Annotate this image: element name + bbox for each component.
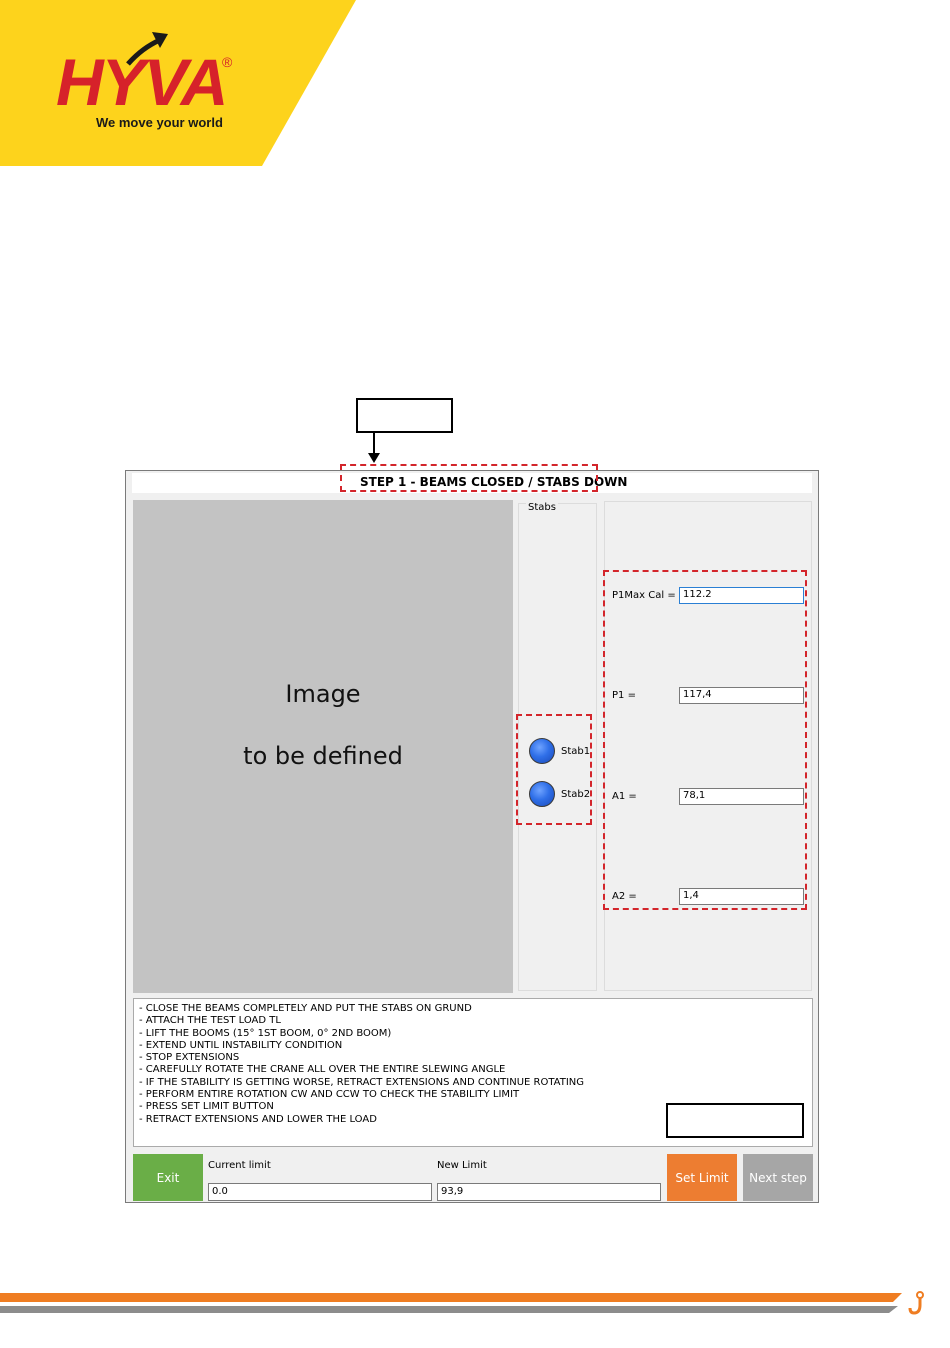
footer-orange-stripe bbox=[0, 1293, 902, 1302]
arrow-down-icon bbox=[368, 433, 380, 463]
p1-input[interactable]: 117,4 bbox=[679, 687, 804, 704]
callout-box-title bbox=[356, 398, 453, 433]
callout-box-set-limit bbox=[666, 1103, 804, 1138]
instruction-line: - CAREFULLY ROTATE THE CRANE ALL OVER TH… bbox=[139, 1064, 506, 1076]
p1max-label: P1Max Cal = bbox=[612, 590, 676, 601]
step-title: STEP 1 - BEAMS CLOSED / STABS DOWN bbox=[360, 475, 628, 489]
yellow-banner bbox=[0, 0, 356, 166]
a2-label: A2 = bbox=[612, 891, 637, 902]
image-placeholder-line1: Image bbox=[285, 680, 361, 708]
instruction-line: - IF THE STABILITY IS GETTING WORSE, RET… bbox=[139, 1076, 585, 1088]
crane-hook-icon bbox=[908, 1291, 924, 1315]
highlight-stabs bbox=[516, 714, 592, 825]
app-window: STEP 1 - BEAMS CLOSED / STABS DOWN Image… bbox=[125, 470, 819, 1203]
title-bar: STEP 1 - BEAMS CLOSED / STABS DOWN bbox=[132, 473, 812, 493]
new-limit-label: New Limit bbox=[437, 1160, 487, 1171]
a2-input[interactable]: 1,4 bbox=[679, 888, 804, 905]
instruction-line: - RETRACT EXTENSIONS AND LOWER THE LOAD bbox=[139, 1113, 377, 1125]
up-right-arrow-icon bbox=[126, 32, 168, 66]
current-limit-field[interactable]: 0.0 bbox=[208, 1183, 432, 1201]
stab1-label: Stab1 bbox=[561, 746, 591, 757]
brand-header: HYVA ® We move your world bbox=[0, 0, 356, 166]
image-placeholder-line2: to be defined bbox=[243, 742, 403, 770]
stab1-indicator-icon bbox=[529, 738, 555, 764]
next-step-button[interactable]: Next step bbox=[743, 1154, 813, 1201]
brand-logo-text: HYVA bbox=[56, 45, 228, 119]
stab2-indicator-icon bbox=[529, 781, 555, 807]
highlight-params bbox=[603, 570, 807, 910]
instruction-line: - STOP EXTENSIONS bbox=[139, 1052, 240, 1064]
highlight-title bbox=[340, 464, 598, 492]
new-limit-field[interactable]: 93,9 bbox=[437, 1183, 661, 1201]
stabs-group-label: Stabs bbox=[526, 502, 558, 513]
image-placeholder: Image to be defined bbox=[133, 500, 513, 993]
stabs-group: Stabs Stab1 Stab2 bbox=[518, 502, 597, 991]
p1-label: P1 = bbox=[612, 690, 636, 701]
registered-mark: ® bbox=[222, 54, 233, 70]
instruction-line: - CLOSE THE BEAMS COMPLETELY AND PUT THE… bbox=[139, 1003, 472, 1014]
instruction-line: - ATTACH THE TEST LOAD TL bbox=[139, 1015, 281, 1027]
set-limit-button[interactable]: Set Limit bbox=[667, 1154, 737, 1201]
current-limit-label: Current limit bbox=[208, 1160, 271, 1171]
instruction-line: - PRESS SET LIMIT BUTTON bbox=[139, 1101, 274, 1113]
instruction-line: - LIFT THE BOOMS (15° 1ST BOOM, 0° 2ND B… bbox=[139, 1027, 392, 1039]
a1-label: A1 = bbox=[612, 791, 637, 802]
instruction-line: - EXTEND UNTIL INSTABILITY CONDITION bbox=[139, 1039, 343, 1051]
params-group: P1Max Cal = 112.2 P1 = 117,4 A1 = 78,1 A… bbox=[604, 501, 812, 991]
exit-button[interactable]: Exit bbox=[133, 1154, 203, 1201]
p1max-input[interactable]: 112.2 bbox=[679, 587, 804, 604]
stab2-label: Stab2 bbox=[561, 789, 591, 800]
instruction-line: - PERFORM ENTIRE ROTATION CW AND CCW TO … bbox=[139, 1089, 520, 1101]
footer-grey-stripe bbox=[0, 1306, 898, 1313]
brand-tagline: We move your world bbox=[96, 115, 223, 130]
a1-input[interactable]: 78,1 bbox=[679, 788, 804, 805]
